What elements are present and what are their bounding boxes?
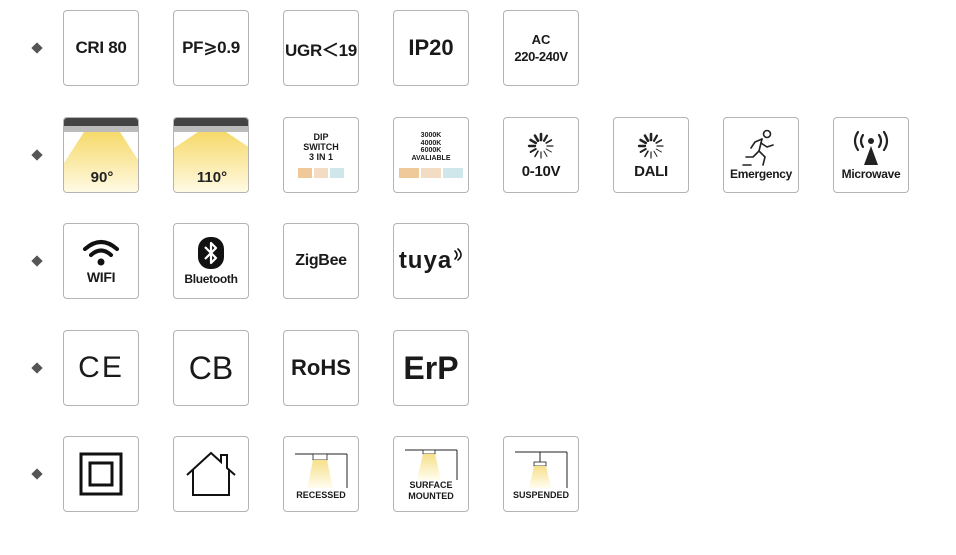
tile-suspended: SUSPENDED xyxy=(503,436,579,512)
tile-recessed: RECESSED xyxy=(283,436,359,512)
surface-line-2: MOUNTED xyxy=(408,491,454,501)
tile-dim-0-10v: 0-10V xyxy=(503,117,579,193)
dimming-icon xyxy=(637,132,664,159)
ugr-label: UGR＜19 xyxy=(285,40,357,60)
dim-0-10v-label: 0-10V xyxy=(521,162,561,180)
bullet-icon xyxy=(31,468,43,480)
row-performance: CRI 80 PF⩾0.9 UGR＜19 IP20 AC 220-240V xyxy=(0,10,956,90)
tile-bluetooth: Bluetooth xyxy=(173,223,249,299)
tile-cb: CB xyxy=(173,330,249,406)
row-certifications: CE CB RoHS ErP xyxy=(0,330,956,410)
dip-line-1: DIP xyxy=(313,132,329,142)
cri-label: CRI 80 xyxy=(75,38,127,57)
tile-emergency: Emergency xyxy=(723,117,799,193)
running-man-icon xyxy=(742,129,774,166)
bluetooth-icon xyxy=(198,237,224,269)
dimming-icon xyxy=(527,132,554,159)
house-icon xyxy=(186,451,236,496)
wifi-icon xyxy=(83,240,119,266)
beam-angle-icon xyxy=(64,118,138,192)
surface-mount-icon xyxy=(405,449,458,480)
tuya-label: tuya xyxy=(398,247,453,274)
tile-surface: SURFACE MOUNTED xyxy=(393,436,469,512)
swatch-warm xyxy=(298,168,312,178)
ip-label: IP20 xyxy=(408,35,454,60)
swatch-neutral xyxy=(314,168,328,178)
recessed-mount-icon xyxy=(295,453,348,488)
dip-line-2: SWITCH xyxy=(303,142,339,152)
tile-tuya: tuya xyxy=(393,223,469,299)
pf-label: PF⩾0.9 xyxy=(182,38,240,57)
emergency-label: Emergency xyxy=(730,167,792,181)
microwave-sensor-icon xyxy=(853,130,889,165)
tile-indoor xyxy=(173,436,249,512)
tile-erp: ErP xyxy=(393,330,469,406)
row-features: 90° 110° DIP SWITCH 3 IN 1 3000K 4000K 6… xyxy=(0,117,956,197)
tile-cri: CRI 80 xyxy=(63,10,139,86)
cct-line-4: AVALIABLE xyxy=(411,154,451,162)
tile-dip-switch: DIP SWITCH 3 IN 1 xyxy=(283,117,359,193)
row-connectivity: WIFI Bluetooth ZigBee tuya xyxy=(0,223,956,303)
tile-beam-90: 90° xyxy=(63,117,139,193)
tile-ac: AC 220-240V xyxy=(503,10,579,86)
cct-line-1: 3000K xyxy=(420,132,442,139)
beam-110-label: 110° xyxy=(196,169,228,186)
recessed-label: RECESSED xyxy=(296,489,346,500)
swatch-warm xyxy=(399,168,419,178)
tile-ip: IP20 xyxy=(393,10,469,86)
dali-label: DALI xyxy=(634,162,668,180)
bullet-icon xyxy=(31,362,43,374)
swatch-neutral xyxy=(421,168,441,178)
swatch-cool xyxy=(330,168,344,178)
erp-mark: ErP xyxy=(403,349,459,386)
tile-ugr: UGR＜19 xyxy=(283,10,359,86)
bluetooth-label: Bluetooth xyxy=(184,272,238,286)
bullet-icon xyxy=(31,255,43,267)
rohs-mark: RoHS xyxy=(291,355,351,380)
double-insulation-icon xyxy=(79,452,123,496)
microwave-label: Microwave xyxy=(841,167,901,181)
ce-mark: CE xyxy=(78,351,124,384)
tile-beam-110: 110° xyxy=(173,117,249,193)
tile-zigbee: ZigBee xyxy=(283,223,359,299)
surface-line-1: SURFACE xyxy=(409,480,453,490)
beam-90-label: 90° xyxy=(90,169,114,186)
color-swatches xyxy=(399,168,463,178)
suspended-mount-icon xyxy=(515,451,568,488)
tile-class-ii xyxy=(63,436,139,512)
tile-dim-dali: DALI xyxy=(613,117,689,193)
cct-line-2: 4000K xyxy=(420,139,442,147)
voltage-label: 220-240V xyxy=(514,49,568,64)
swatch-cool xyxy=(443,168,463,178)
beam-angle-icon xyxy=(174,118,248,192)
suspended-label: SUSPENDED xyxy=(512,489,569,500)
tile-rohs: RoHS xyxy=(283,330,359,406)
tile-pf: PF⩾0.9 xyxy=(173,10,249,86)
tile-ce: CE xyxy=(63,330,139,406)
color-swatches xyxy=(298,168,344,178)
cct-line-3: 6000K xyxy=(420,147,442,154)
dip-line-3: 3 IN 1 xyxy=(308,152,333,162)
zigbee-label: ZigBee xyxy=(295,252,347,269)
signal-icon xyxy=(454,248,462,261)
row-installation: RECESSED SURFACE MOUNTED SUSPENDED xyxy=(0,436,956,516)
tile-microwave: Microwave xyxy=(833,117,909,193)
bullet-icon xyxy=(31,42,43,54)
tile-cct: 3000K 4000K 6000K AVALIABLE xyxy=(393,117,469,193)
wifi-label: WIFI xyxy=(86,269,116,285)
tile-wifi: WIFI xyxy=(63,223,139,299)
cb-mark: CB xyxy=(188,349,234,386)
bullet-icon xyxy=(31,149,43,161)
ac-label: AC xyxy=(531,32,551,47)
